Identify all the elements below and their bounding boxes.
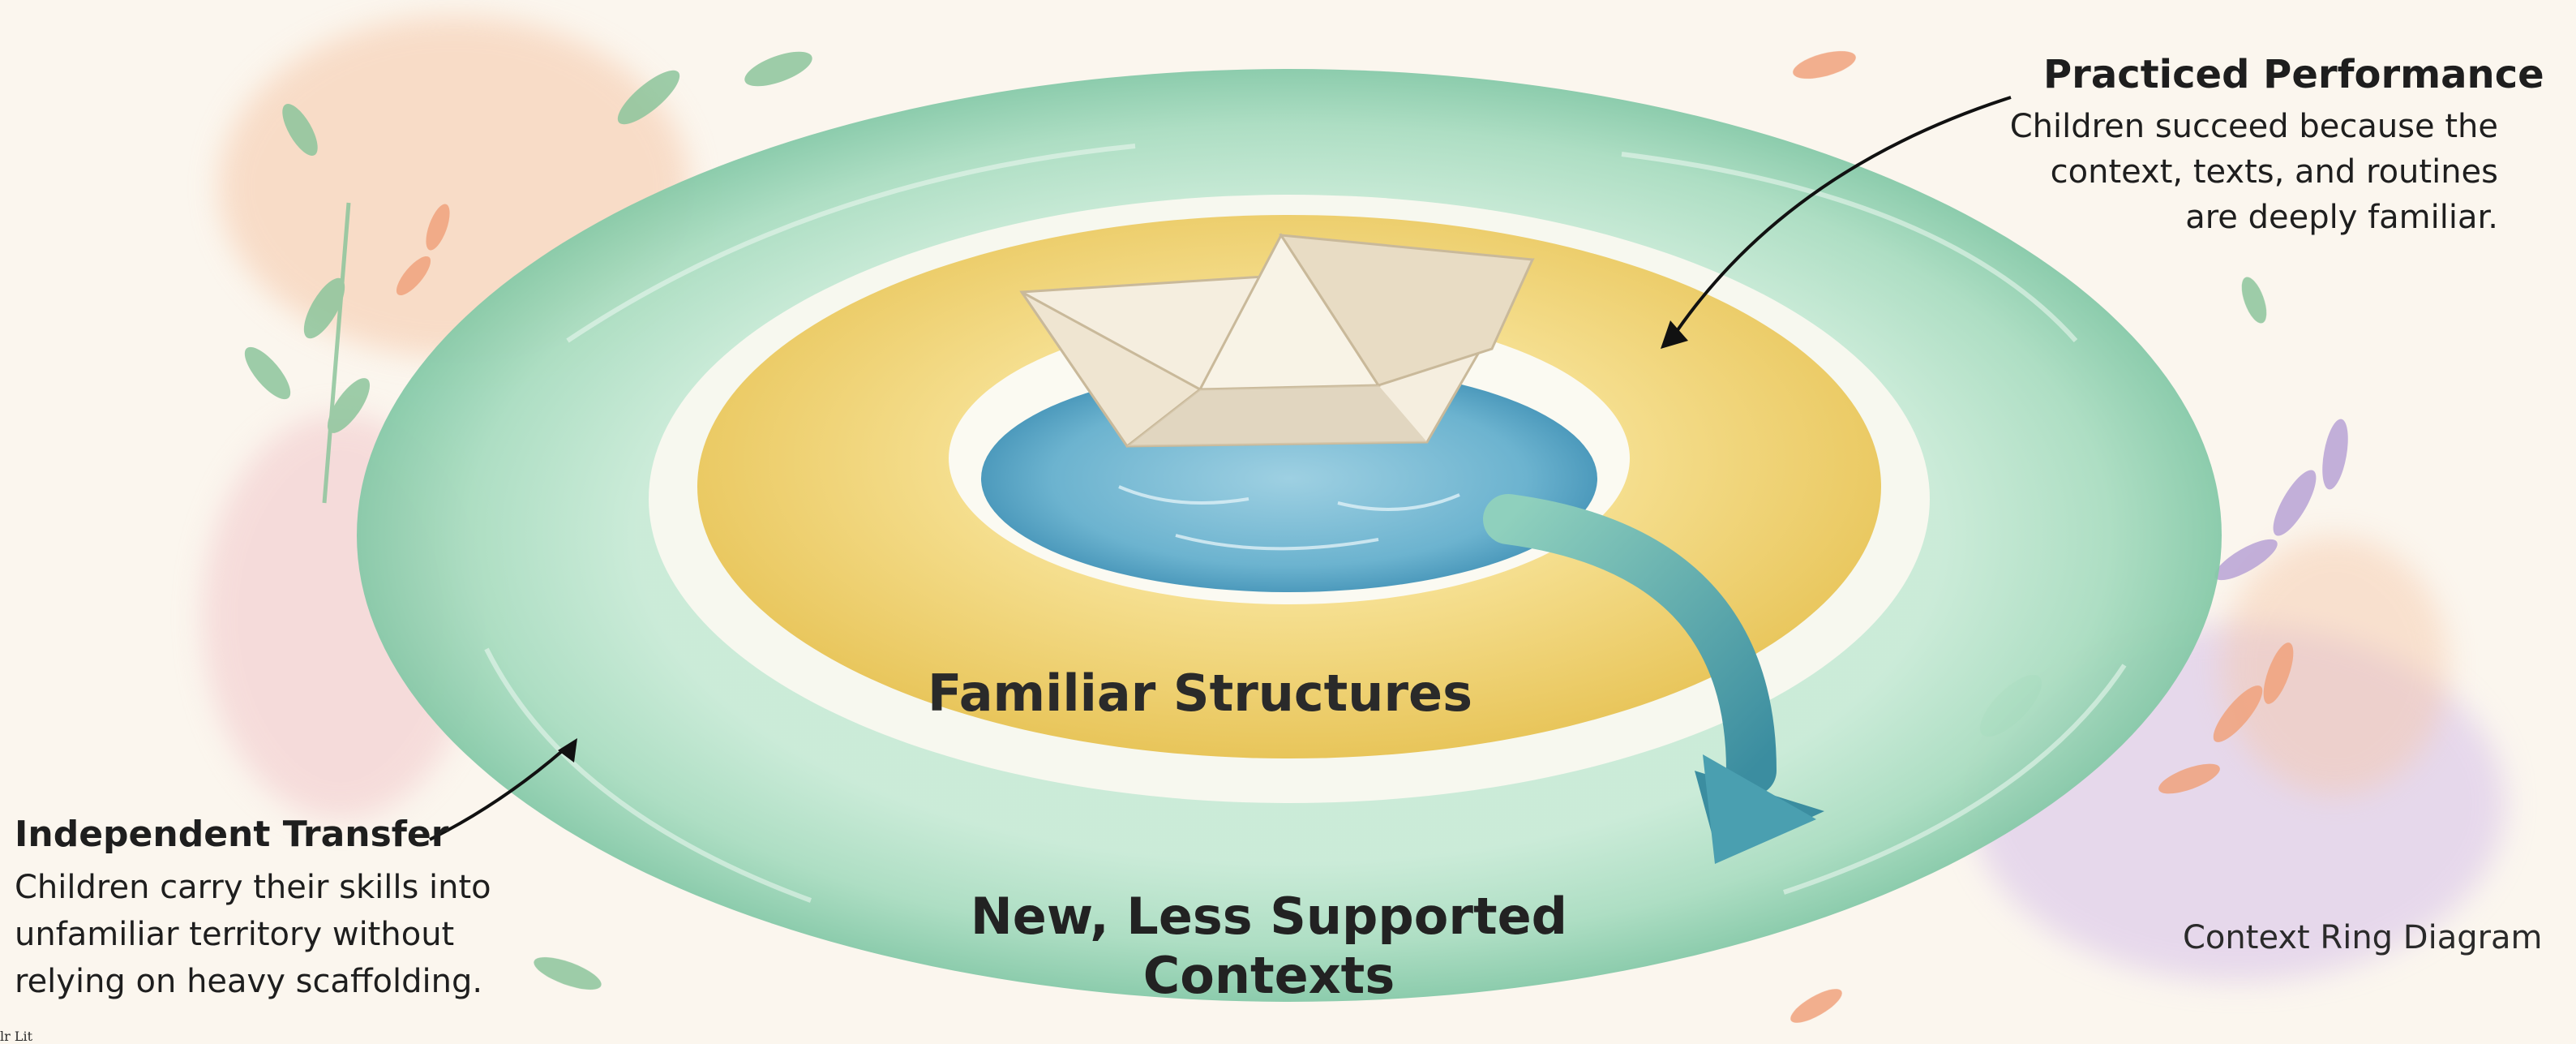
independent-transfer-description: Children carry their skills into unfamil… — [15, 864, 550, 1005]
independent-transfer-line: unfamiliar territory without — [15, 916, 455, 953]
inner-ring-label: Familiar Structures — [928, 664, 1472, 723]
independent-transfer-arrowhead — [558, 738, 577, 763]
curved-arrow-icon — [1483, 494, 1824, 864]
practiced-performance-title: Practiced Performance — [2043, 52, 2544, 97]
independent-transfer-title: Independent Transfer — [15, 814, 449, 855]
diagram-caption: Context Ring Diagram — [2183, 919, 2543, 956]
outer-ring-label: New, Less Supported Contexts — [970, 887, 1568, 1005]
practiced-performance-line: Children succeed because the — [2009, 108, 2498, 145]
practiced-performance-arrowhead — [1661, 320, 1688, 349]
practiced-performance-line: context, texts, and routines — [2050, 153, 2498, 191]
independent-transfer-line: Children carry their skills into — [15, 869, 491, 906]
water-ripples — [1118, 485, 1460, 551]
independent-transfer-pointer — [429, 745, 569, 841]
outer-ring-strokes — [484, 144, 2127, 903]
practiced-performance-pointer — [1669, 96, 2012, 342]
practiced-performance-description: Children succeed because the context, te… — [1882, 104, 2498, 240]
leaf-icon — [2214, 419, 2348, 581]
leaf-icon — [396, 50, 2294, 1023]
paper-boat-icon — [1019, 233, 1535, 449]
corner-text: lr Lit — [0, 1029, 33, 1044]
independent-transfer-line: relying on heavy scaffolding. — [15, 963, 483, 1000]
practiced-performance-line: are deeply familiar. — [2185, 199, 2498, 236]
